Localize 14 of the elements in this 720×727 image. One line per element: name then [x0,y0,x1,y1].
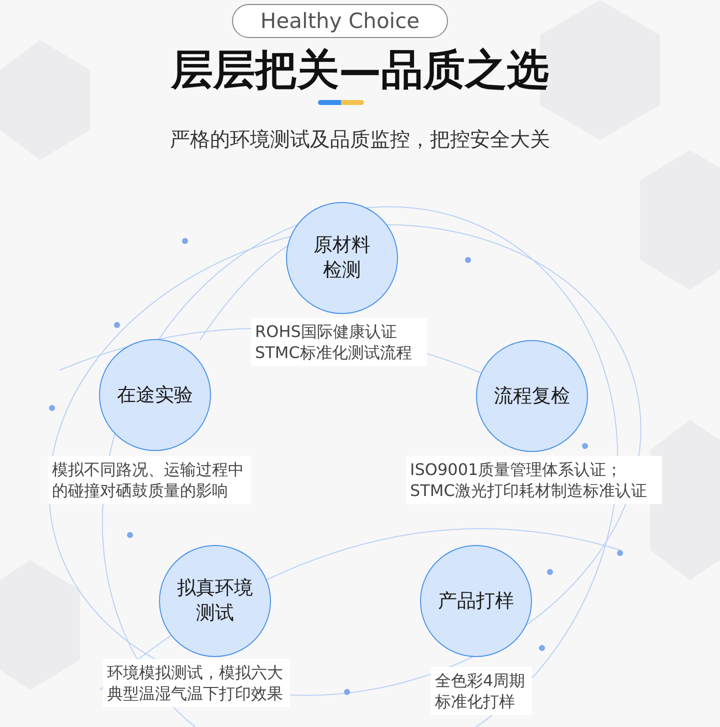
step-note: 环境模拟测试，模拟六大典型温湿气温下打印效果 [103,659,290,707]
step-note: 模拟不同路况、运输过程中的碰撞对硒鼓质量的影响 [48,456,252,504]
step-label: 拟真环境测试 [176,576,254,626]
tag-text: Healthy Choice [260,9,420,33]
step-label: 在途实验 [116,382,194,408]
step-note: 全色彩4周期标准化打样 [431,667,532,715]
step-note: ISO9001质量管理体系认证；STMC激光打印耗材制造标准认证 [406,456,662,504]
step-label: 原材料检测 [312,233,372,283]
step-note: ROHS国际健康认证STMC标准化测试流程 [251,318,427,366]
title: 层层把关—品质之选 [170,44,550,96]
step-label: 产品打样 [437,588,515,614]
tag-pill [232,4,448,38]
subtitle: 严格的环境测试及品质监控，把控安全大关 [169,126,551,153]
step-label: 流程复检 [493,384,571,408]
